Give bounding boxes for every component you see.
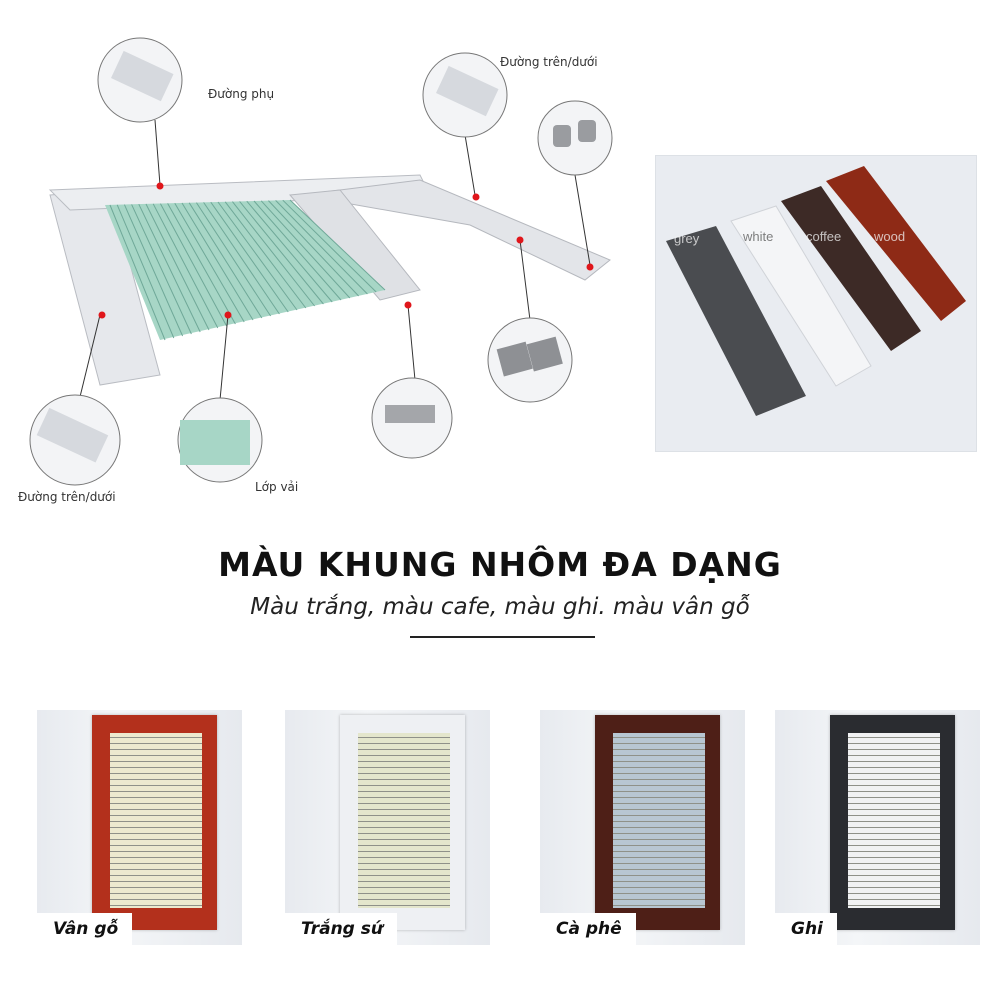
frame-color-swatch: Ghi	[775, 710, 980, 947]
pleat-line	[203, 202, 280, 315]
frame-color-swatch: Vân gỗ	[37, 710, 242, 947]
pleat-line	[159, 203, 228, 327]
frame-color-swatch: Trắng sứ	[285, 710, 490, 947]
tag-grey: grey	[674, 231, 700, 246]
tag-white: white	[743, 229, 774, 244]
pleat-line	[275, 200, 368, 295]
section-subtitle: Màu trắng, màu cafe, màu ghi. màu vân gỗ	[250, 594, 750, 620]
profile-wood	[826, 166, 966, 321]
marker-dot	[98, 311, 106, 319]
swatch-label: Cà phê	[540, 913, 636, 947]
pleated-blind	[848, 733, 940, 908]
aluminium-profiles-photo: grey white coffee wood	[655, 155, 977, 452]
marker-dot	[586, 263, 594, 271]
callout-end-caps	[537, 100, 613, 176]
window-frame	[92, 715, 217, 930]
pleated-fabric	[105, 200, 385, 340]
pleat-line	[109, 204, 166, 341]
pleat-line	[260, 200, 351, 299]
profile-white	[730, 205, 872, 387]
label-bottom-rail: Đường trên/dưới	[18, 490, 116, 504]
pleat-line	[289, 199, 386, 291]
pleat-line	[181, 202, 254, 321]
window-frame	[340, 715, 465, 930]
marker-dot	[516, 236, 524, 244]
pleat-line	[131, 204, 192, 335]
pleat-line	[232, 201, 315, 307]
pleat-line	[217, 201, 298, 311]
pleat-line	[210, 201, 289, 313]
pleat-line	[123, 204, 184, 337]
frame-color-swatch: Cà phê	[540, 710, 745, 947]
pleat-line	[138, 203, 201, 333]
marker-dot	[156, 182, 164, 190]
window-frame	[595, 715, 720, 930]
blind-frame-diagram	[29, 37, 613, 486]
pleat-line	[224, 201, 307, 309]
pleat-line	[253, 200, 342, 301]
swatch-label: Vân gỗ	[37, 913, 133, 947]
marker-dot	[472, 193, 480, 201]
swatch-label: Ghi	[775, 913, 837, 947]
profile-grey	[666, 226, 806, 416]
label-fabric: Lớp vải	[255, 480, 299, 494]
pleated-blind	[358, 733, 450, 908]
pleat-line	[145, 203, 210, 331]
pleated-blind	[110, 733, 202, 908]
pleat-line	[116, 204, 175, 339]
label-side-rail: Đường phụ	[208, 87, 275, 101]
label-top-rail: Đường trên/dưới	[500, 55, 598, 69]
right-rail	[299, 179, 611, 281]
divider	[410, 636, 595, 638]
pleat-line	[268, 200, 359, 297]
tag-wood: wood	[874, 229, 906, 244]
marker-dot	[404, 301, 412, 309]
swatch-label: Trắng sứ	[285, 913, 397, 947]
pleat-line	[282, 199, 377, 293]
pleat-line	[174, 202, 245, 323]
pleat-line	[246, 200, 333, 303]
pleat-line	[152, 203, 219, 329]
profile-coffee	[781, 186, 921, 351]
marker-dot	[224, 311, 232, 319]
section-title: MÀU KHUNG NHÔM ĐA DẠNG	[218, 545, 782, 584]
window-frame	[830, 715, 955, 930]
tag-coffee: coffee	[806, 229, 842, 244]
pleat-line	[167, 203, 236, 325]
pleated-blind	[613, 733, 705, 908]
pleat-line	[195, 202, 272, 317]
pleat-line	[188, 202, 263, 319]
pleat-line	[239, 201, 324, 305]
